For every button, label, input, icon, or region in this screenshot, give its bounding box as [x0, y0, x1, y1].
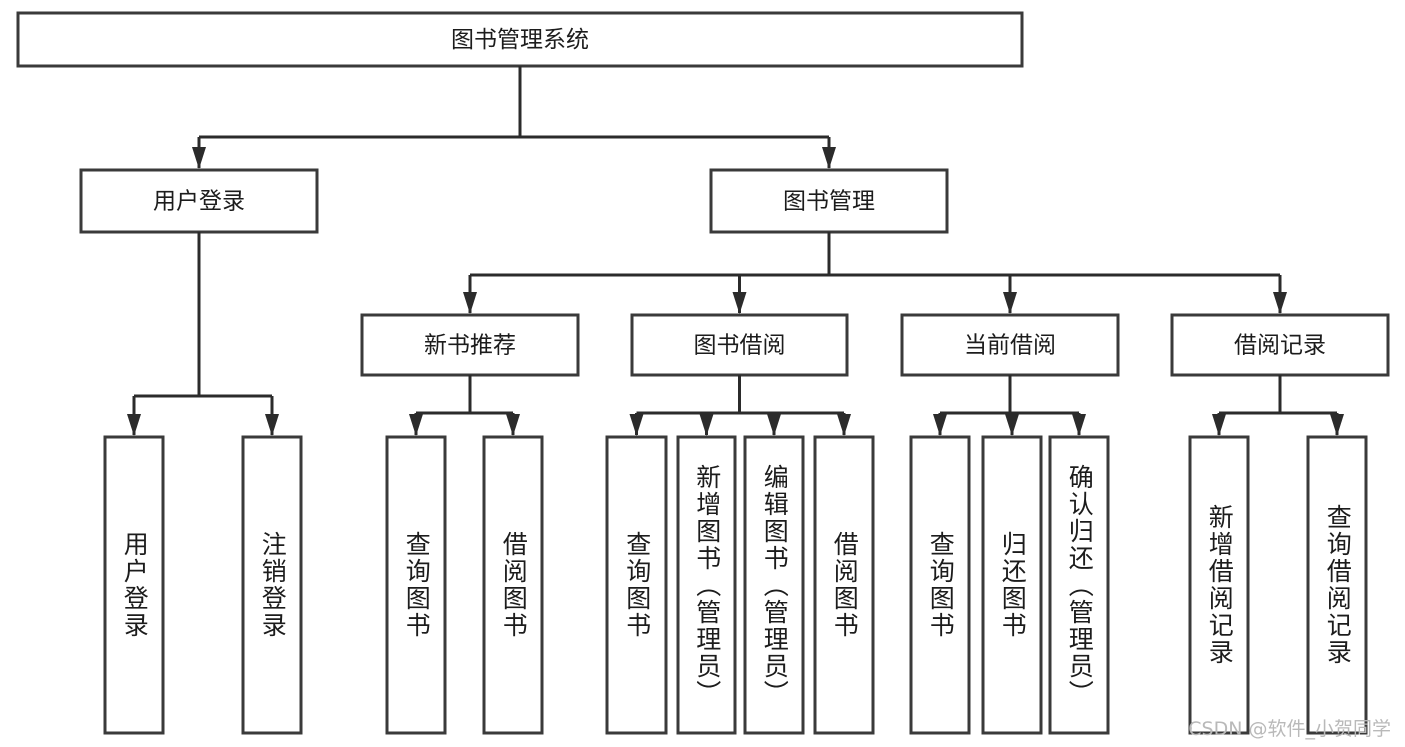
leaf-node-box-3[interactable]: [482, 435, 544, 735]
arrow-head-icon-level3-0: [463, 292, 477, 314]
arrow-head-icon-leaf-2: [409, 414, 423, 436]
arrow-head-icon-leaf-4: [629, 414, 644, 436]
arrow-head-icon-leaf-10: [1072, 414, 1086, 436]
leaf-node-box-6[interactable]: [743, 435, 805, 735]
level3-node-label-1: 图书借阅: [694, 333, 786, 359]
arrow-head-icon-leaf-0: [127, 414, 141, 436]
leaf-node-box-2[interactable]: [385, 435, 447, 735]
leaf-node-box-4[interactable]: [605, 435, 668, 735]
arrow-head-icon-level3-1: [732, 292, 747, 314]
arrow-head-icon-level2-0: [192, 147, 206, 169]
root-node-box[interactable]: [16, 11, 1024, 68]
level2-node-box-0[interactable]: [79, 168, 319, 234]
arrow-head-icon-level2-1: [822, 147, 836, 169]
leaf-node-box-9[interactable]: [981, 435, 1043, 735]
level3-node-box-2[interactable]: [900, 313, 1120, 377]
arrow-head-icon-leaf-9: [1005, 414, 1019, 436]
level2-node-label-0: 用户登录: [153, 189, 245, 215]
leaf-node-box-10[interactable]: [1048, 435, 1110, 735]
leaf-node-box-0[interactable]: [103, 435, 165, 735]
arrow-head-icon-leaf-3: [506, 414, 520, 436]
level2-node-label-1: 图书管理: [783, 189, 875, 215]
arrow-head-icon-leaf-8: [933, 414, 947, 436]
leaf-node-box-5[interactable]: [676, 435, 737, 735]
arrow-head-icon-leaf-5: [699, 414, 714, 436]
leaf-node-box-12[interactable]: [1306, 435, 1368, 735]
watermark-text: CSDN @软件_小贺同学: [1188, 718, 1391, 740]
leaf-node-box-1[interactable]: [241, 435, 303, 735]
arrow-head-icon-leaf-11: [1212, 414, 1226, 436]
leaf-node-box-8[interactable]: [909, 435, 971, 735]
leaf-node-box-7[interactable]: [813, 435, 875, 735]
level3-node-label-3: 借阅记录: [1234, 333, 1326, 359]
arrow-head-icon-level3-2: [1003, 292, 1017, 314]
level3-node-box-0[interactable]: [360, 313, 580, 377]
arrow-head-icon-leaf-7: [837, 414, 851, 436]
root-node-label: 图书管理系统: [451, 27, 589, 53]
arrow-head-icon-level3-3: [1273, 292, 1287, 314]
arrow-head-icon-leaf-1: [265, 414, 279, 436]
leaf-node-box-11[interactable]: [1188, 435, 1250, 735]
arrow-head-icon-leaf-12: [1330, 414, 1344, 436]
arrow-head-icon-leaf-6: [767, 414, 781, 436]
level3-node-label-0: 新书推荐: [424, 333, 516, 359]
level3-node-label-2: 当前借阅: [964, 333, 1056, 359]
